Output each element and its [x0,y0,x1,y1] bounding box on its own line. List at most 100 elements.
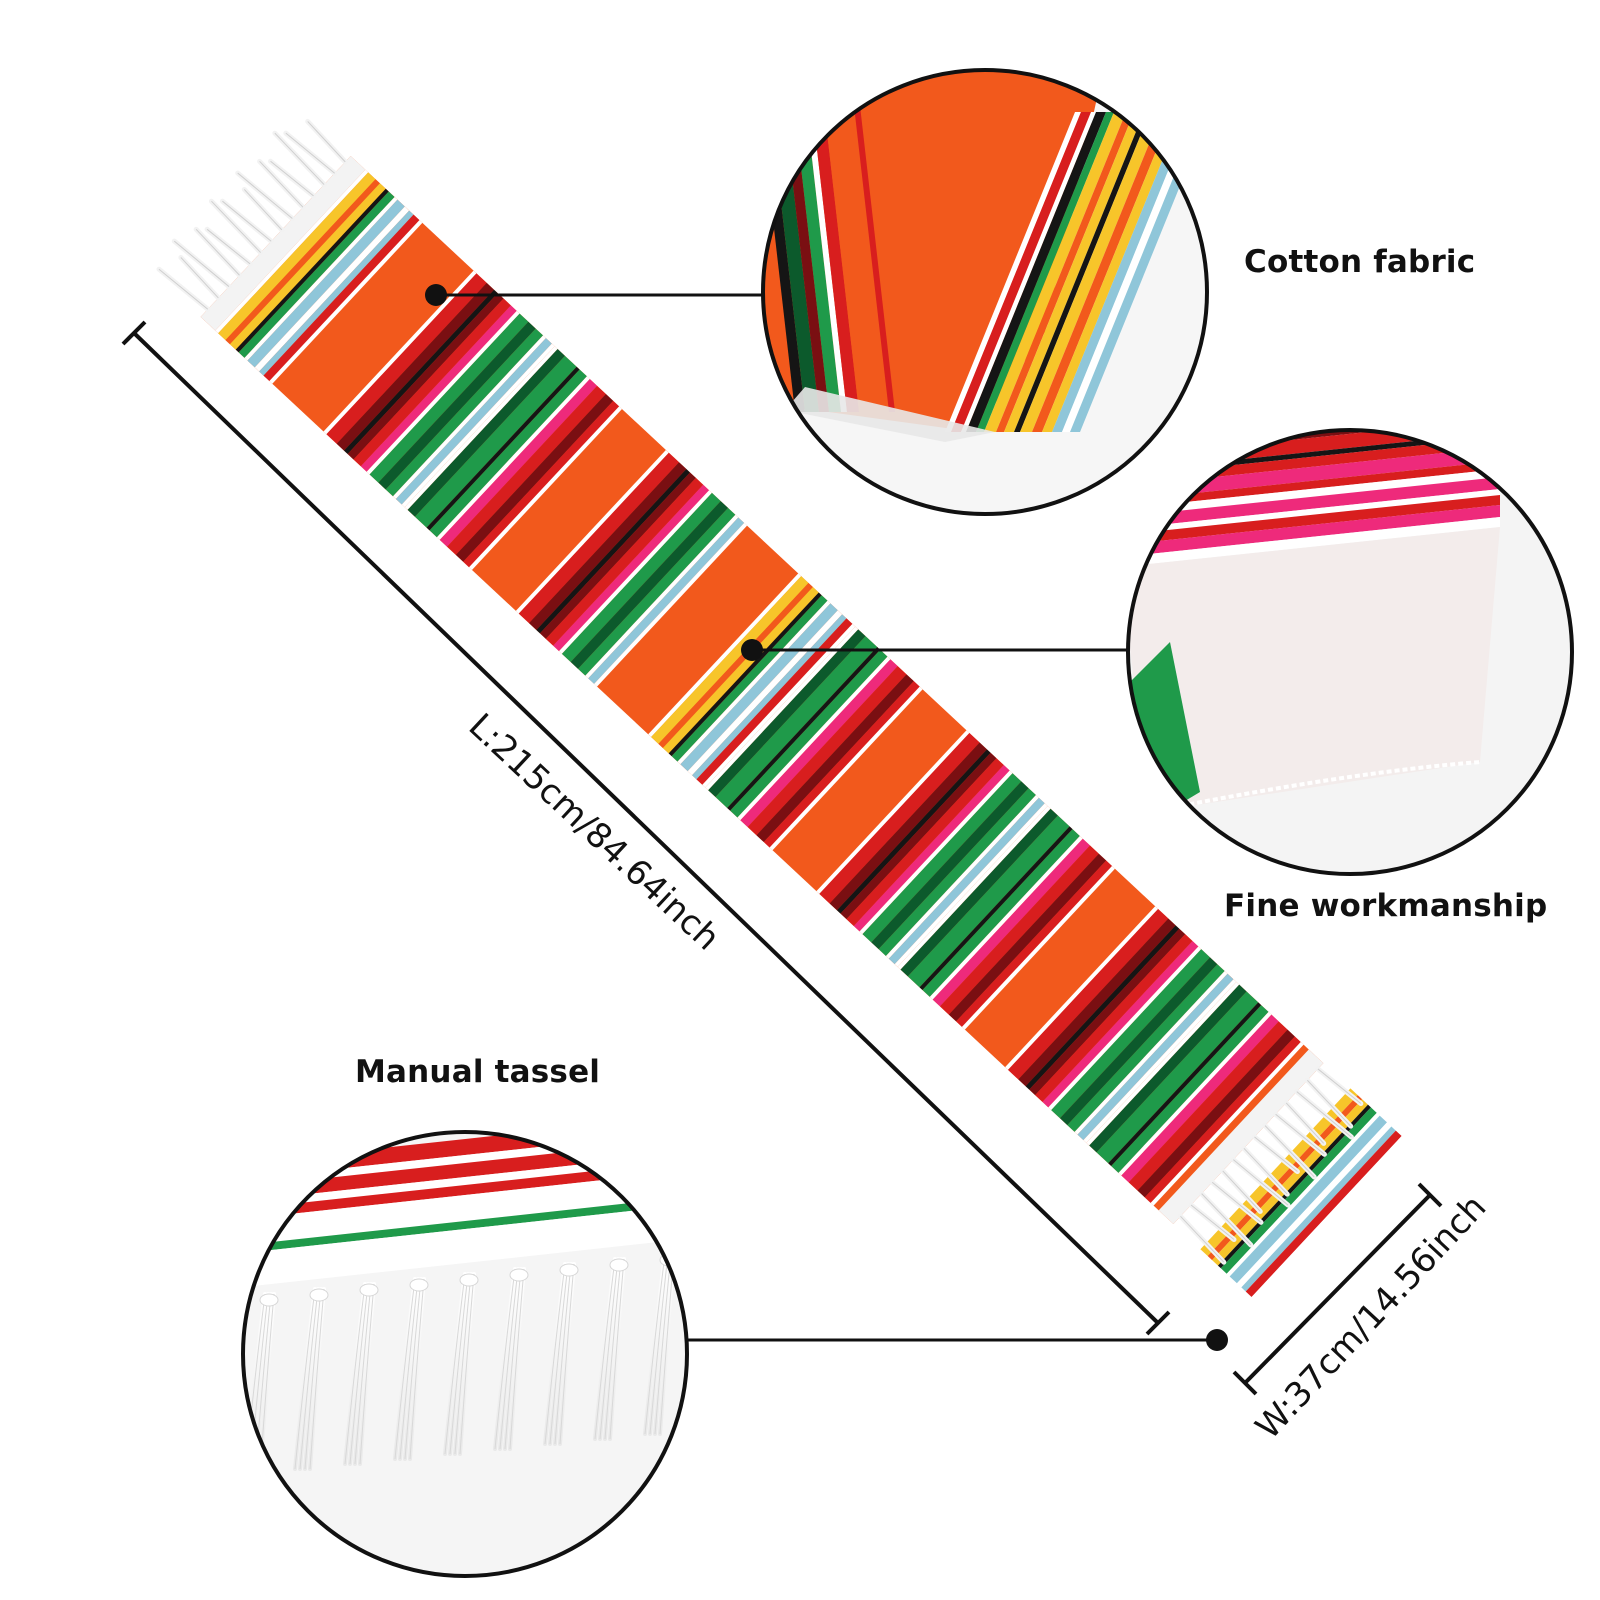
runner-stripe [829,742,987,911]
runner-stripe [1197,1085,1351,1250]
callout-pointer-fine [741,639,1128,661]
runner-stripe [668,592,822,757]
runner-stripe [515,449,669,614]
callout-label-fine-workmanship: Fine workmanship [1224,888,1548,924]
runner-tassels-end [1177,1066,1364,1265]
runner-stripe [1067,964,1225,1132]
fabric-stripe [1128,495,1500,545]
tassel-thread-shade [359,1283,375,1465]
runner-stripe [747,666,907,836]
fabric-fold-stripe [1042,112,1182,432]
runner-stripe [336,282,495,451]
fabric-stripe [1128,469,1500,517]
fabric-stripe [243,1160,687,1220]
fabric-stitching [1149,760,1481,814]
detail-circle-cotton-fabric [761,68,1209,516]
runner-stripe [885,795,1039,959]
runner-stripe [1226,1112,1380,1277]
fabric-fold-stripe [1052,112,1192,432]
runner-tassel-shade [173,240,230,287]
runner-stripe [404,346,558,510]
tassel-thread-shade [594,1258,616,1440]
runner-stripe [269,220,423,384]
runner-tassel-shade [1211,1181,1262,1223]
runner-stripe [648,573,802,738]
runner-stripe [658,582,813,748]
table-runner [156,118,1405,1300]
runner-stripe [518,452,680,624]
runner-stripe [708,629,866,798]
runner-stripe [919,826,1073,991]
fabric-stripe [1128,505,1500,557]
runner-stripe [1118,1011,1272,1176]
runner-stripe [763,681,920,848]
runner-tassel-shade [206,228,251,265]
runner-stripe [1200,1088,1358,1257]
tassel-knot [259,1293,279,1307]
runner-stripes [200,156,1405,1300]
runner-stripe [536,469,691,634]
fabric-stripe [1128,461,1500,509]
tassel-thread-shade [599,1258,619,1440]
runner-stripe [894,803,1048,967]
length-dimension-line [121,320,1171,1336]
runner-stripe [1207,1095,1363,1261]
runner-tassel-shade [237,172,293,219]
runner-stripe [353,298,511,467]
runner-stripe [1042,941,1199,1108]
fabric-stripe [243,1152,687,1210]
runner-hem [1158,1049,1324,1224]
runner-tassel-shade [243,189,283,231]
runner-stripe [888,797,1045,965]
tassel-thread-shade [344,1283,366,1465]
runner-stripe [1212,1099,1368,1266]
runner-stripe [680,603,838,772]
runner-tassel-shade [158,268,209,310]
runner-stripe [343,289,498,455]
runner-stripe [715,636,878,808]
fabric-stripe [807,70,859,412]
runner-stripe [378,321,536,490]
fabric-fold-stripe [996,112,1134,432]
runner-stripe [392,335,546,500]
runner-stripe [1144,1036,1301,1203]
runner-stripe [594,522,748,687]
runner-stripe [840,752,997,920]
runner-stripe [263,214,420,382]
runner-stripe [1220,1107,1377,1274]
runner-stripe [588,517,745,684]
runner-stripe [1108,1002,1262,1167]
tassel-thread-shade [604,1258,622,1440]
runner-tassel-shade [285,132,335,174]
runner-stripe [455,394,614,562]
runner-stripe [1121,1014,1279,1183]
tassel-thread-shade [459,1273,475,1455]
runner-stripe [948,853,1107,1022]
runner-stripe [463,400,620,568]
tassel-thread-shade [509,1268,525,1450]
runner-stripe [671,595,828,762]
tassel-knot [509,1268,529,1282]
runner-stripe [1089,984,1247,1153]
runner-stripe [1245,1130,1402,1297]
runner-tassel-shade [1306,1079,1352,1127]
runner-tassel-shade [195,228,240,276]
runner-stripe [900,808,1058,977]
fabric-fold-stripe [1014,112,1150,432]
runner-stripe [429,369,587,538]
runner-tassel-shade [1222,1170,1261,1212]
callout-pointer-tassel [688,1329,1228,1351]
tassel-thread-shade [499,1268,519,1450]
tassel-thread-shade [654,1253,672,1435]
runner-tassel-shade [1296,1091,1352,1138]
fabric-fold-stripe [976,112,1114,432]
runner-stripe [238,191,395,358]
runner-stripe [395,338,552,505]
runner-stripe [385,328,544,497]
runner-stripe [756,674,914,843]
runner-stripe [1074,971,1228,1135]
tassel-thread-shade [649,1253,669,1435]
fabric-stripe [819,70,889,412]
runner-stripe [1111,1005,1269,1173]
